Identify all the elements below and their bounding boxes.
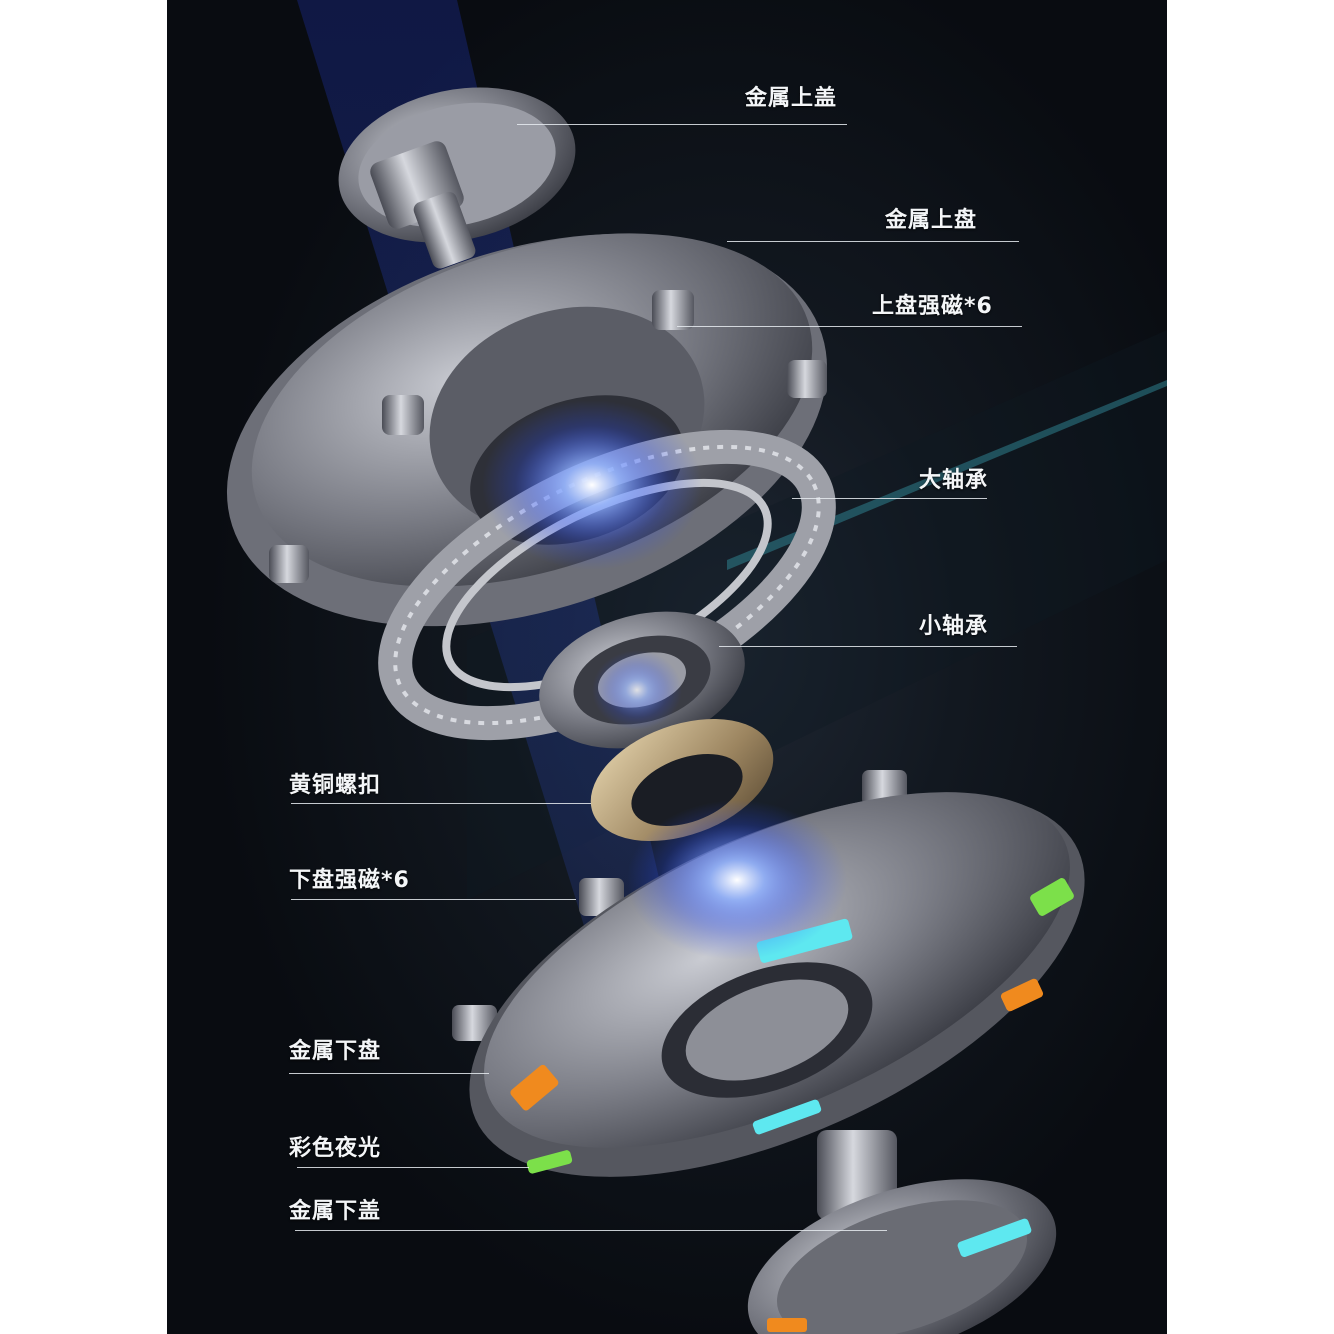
product-exploded-view: 金属上盖 金属上盘 上盘强磁*6 大轴承 小轴承 黄铜螺扣 下盘强磁*6 金属下… (167, 0, 1167, 1334)
leader-top-magnets (677, 326, 1022, 327)
label-top-disc: 金属上盘 (885, 208, 978, 233)
label-top-magnets: 上盘强磁*6 (872, 294, 993, 319)
leader-bottom-cap (295, 1230, 887, 1231)
leader-top-cap (517, 124, 847, 125)
label-large-bearing: 大轴承 (919, 468, 989, 493)
top-cap-part (338, 87, 576, 269)
leader-bottom-magnets (291, 899, 576, 900)
bottom-cap-part (747, 1130, 1057, 1334)
glow-lower (627, 800, 847, 960)
light-streak (727, 380, 1167, 570)
leader-glow-paint (297, 1167, 529, 1168)
exploded-illustration (226, 0, 1167, 1334)
leader-small-bearing (719, 646, 1017, 647)
label-small-bearing: 小轴承 (919, 614, 989, 639)
label-bottom-magnets: 下盘强磁*6 (289, 868, 410, 893)
label-top-cap: 金属上盖 (745, 86, 838, 111)
glow-upper (482, 400, 702, 570)
leader-bottom-disc (289, 1073, 489, 1074)
leader-brass-nut (291, 803, 591, 804)
leader-large-bearing (792, 498, 987, 499)
label-bottom-disc: 金属下盘 (289, 1039, 382, 1064)
label-bottom-cap: 金属下盖 (289, 1199, 382, 1224)
bottom-disc-part (469, 792, 1085, 1177)
leader-top-disc (727, 241, 1019, 242)
label-brass-nut: 黄铜螺扣 (289, 773, 382, 798)
label-glow-paint: 彩色夜光 (289, 1136, 382, 1161)
